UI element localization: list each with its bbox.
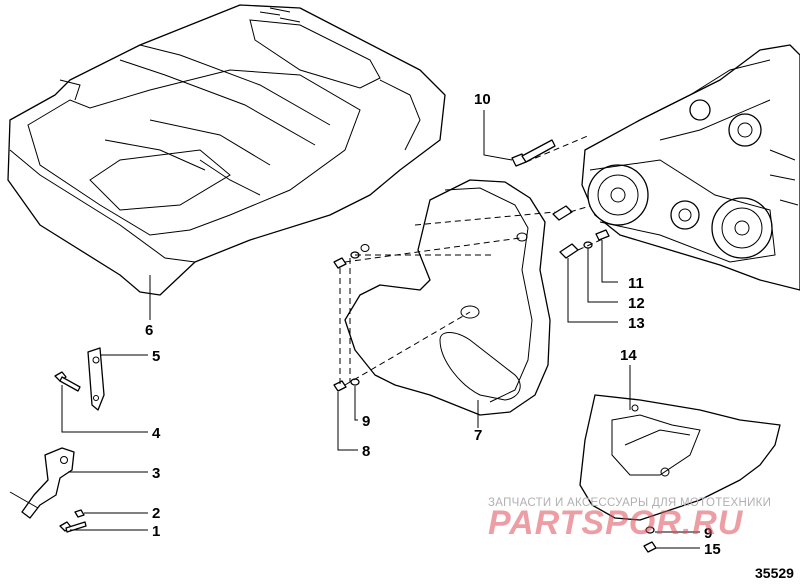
watermark-logo: PARTSPOR.RU <box>488 504 744 542</box>
bolt-part-4 <box>54 371 81 392</box>
watermark-caption: ЗАПЧАСТИ И АКСЕССУАРЫ ДЛЯ МОТОТЕХНИКИ <box>488 497 771 509</box>
callout-1: 1 <box>152 523 160 540</box>
washer-part-12 <box>583 241 593 249</box>
spacer-part-13 <box>552 205 579 259</box>
belt-cover-part-7 <box>344 179 551 416</box>
bolt-part-11 <box>595 229 610 241</box>
bolt-part-8 <box>333 257 347 392</box>
callout-6: 6 <box>145 322 153 339</box>
engine-cover <box>7 4 446 296</box>
bolt-part-10 <box>511 139 556 167</box>
callout-7: 7 <box>474 427 482 444</box>
bolt-part-2 <box>74 509 85 518</box>
bracket-part-3 <box>9 447 75 519</box>
callout-10: 10 <box>474 91 491 108</box>
callout-8: 8 <box>362 443 370 460</box>
callout-2: 2 <box>152 505 160 522</box>
figure-number: 35529 <box>755 565 794 581</box>
callout-15: 15 <box>704 541 721 558</box>
lower-belt-cover-part-14 <box>579 394 781 521</box>
callout-5: 5 <box>152 348 160 365</box>
bracket-part-5 <box>87 347 105 411</box>
callout-14: 14 <box>620 347 637 364</box>
callout-4: 4 <box>152 425 161 442</box>
callout-3: 3 <box>152 465 160 482</box>
callout-9-right: 9 <box>704 525 712 542</box>
callout-9-left: 9 <box>362 413 370 430</box>
callout-12: 12 <box>628 295 645 312</box>
callout-11: 11 <box>628 275 644 292</box>
engine-assembly <box>581 44 800 291</box>
callout-13: 13 <box>628 315 645 332</box>
leader-lines <box>61 110 700 549</box>
